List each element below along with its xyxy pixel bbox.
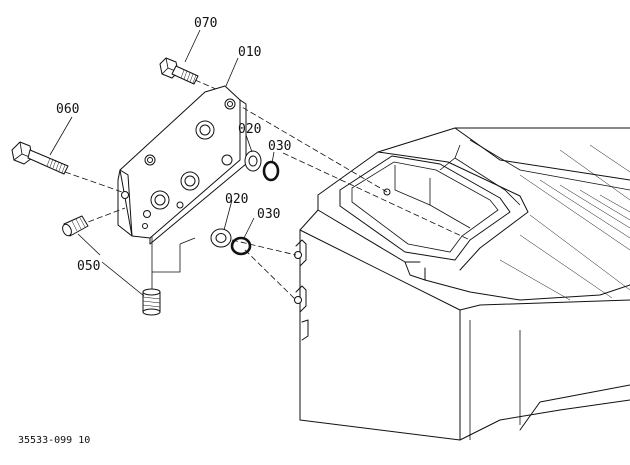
housing	[295, 128, 630, 440]
label-060: 060	[56, 102, 79, 117]
label-050: 050	[77, 259, 100, 274]
label-010: 010	[238, 45, 261, 60]
plug-050-upper	[61, 216, 88, 237]
label-030-upper: 030	[268, 139, 291, 154]
plug-050-lower	[143, 289, 160, 315]
label-020-upper: 020	[238, 122, 261, 137]
oring-030-lower	[232, 238, 250, 254]
label-070: 070	[194, 16, 217, 31]
washer-020-lower	[211, 229, 231, 247]
oring-030-upper	[264, 162, 278, 180]
label-020-lower: 020	[225, 192, 248, 207]
washer-020-upper	[245, 151, 261, 171]
label-030-lower: 030	[257, 207, 280, 222]
bolt-060	[12, 142, 68, 174]
drawing-code: 35533-099 10	[18, 435, 90, 446]
bolt-070	[160, 58, 198, 84]
